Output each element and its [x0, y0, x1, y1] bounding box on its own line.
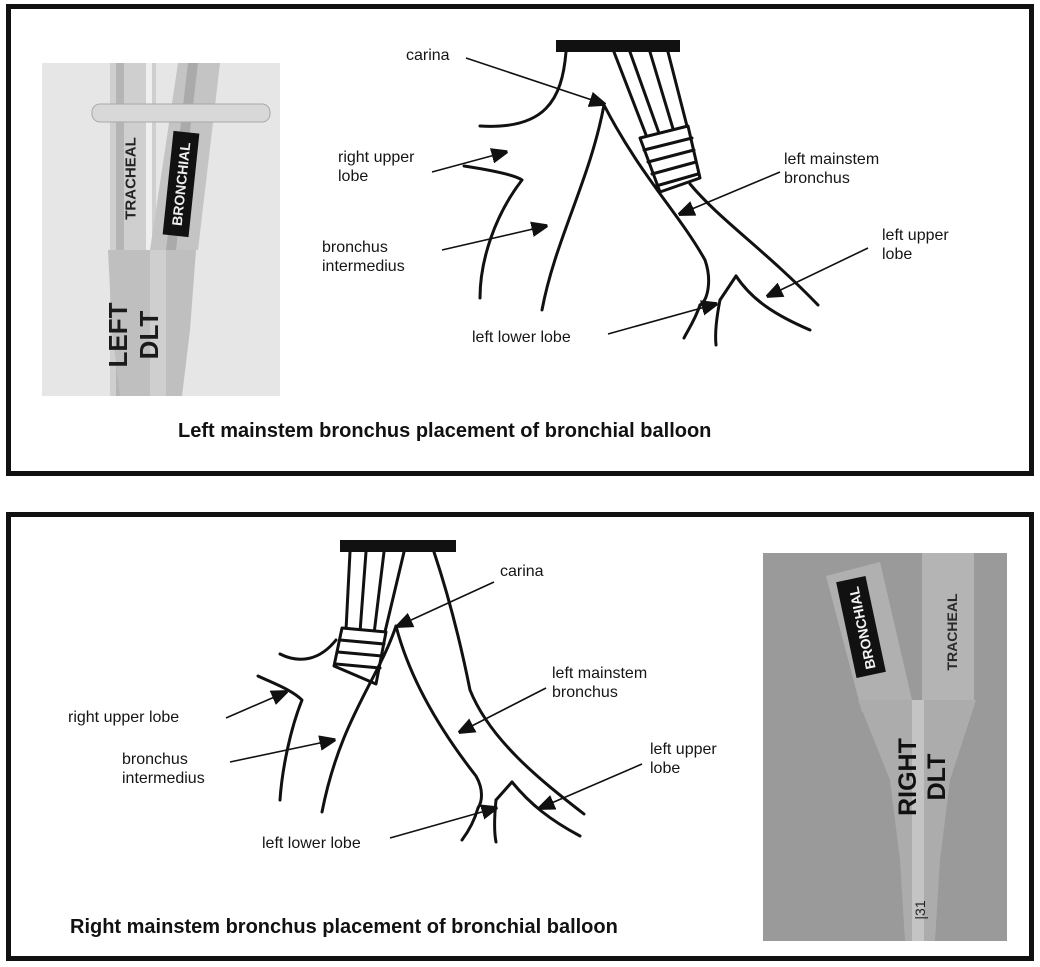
left-mainstem-lower-wall: [602, 103, 711, 307]
arrow-bronchus-intermedius: [441, 226, 546, 251]
label-right-upper-lobe: right upper lobe: [338, 149, 415, 185]
arrow-carina: [398, 581, 495, 626]
arrow-left-lower-lobe: [389, 808, 496, 839]
photo-tube-name: RIGHT DLT: [894, 738, 951, 816]
left-mainstem-upper-wall: [688, 182, 820, 307]
carina-wall: [320, 624, 398, 814]
carina-wall: [540, 103, 606, 312]
balloon-band-2: [646, 148, 696, 164]
left-mainstem-lower-wall: [394, 624, 483, 810]
arrow-left-lower-lobe: [607, 304, 716, 335]
trachea-bar: [340, 540, 456, 552]
top-caption: Left mainstem bronchus placement of bron…: [178, 420, 712, 442]
photo-tracheal-label: TRACHEAL: [944, 593, 960, 671]
label-left-lower-lobe: left lower lobe: [262, 835, 361, 852]
label-carina: carina: [406, 47, 450, 64]
label-left-upper-lobe: left upper lobe: [882, 227, 949, 263]
right-upper-lobe-outline: [478, 50, 568, 128]
label-right-upper-lobe: right upper lobe: [68, 709, 180, 726]
bronchial-tube-inner-1: [628, 50, 662, 138]
balloon-band-3: [334, 662, 382, 670]
right-upper-lobe-lower: [256, 674, 304, 802]
label-left-lower-lobe: left lower lobe: [472, 329, 571, 346]
label-left-mainstem-bronchus: left mainstem bronchus: [784, 151, 880, 187]
arrow-left-mainstem: [460, 687, 547, 732]
bronchial-tube-inner-2: [648, 50, 676, 134]
left-mainstem-upper-wall: [432, 550, 586, 816]
label-carina: carina: [500, 563, 544, 580]
arrow-right-upper-lobe: [225, 692, 286, 719]
arrow-left-upper-lobe: [768, 247, 869, 296]
bronchial-tube-right-wall: [666, 50, 690, 132]
label-left-mainstem-bronchus: left mainstem bronchus: [552, 665, 648, 701]
arrow-carina: [465, 57, 604, 104]
balloon-band-1: [338, 638, 386, 646]
bronchial-tube-right-wall: [382, 550, 406, 638]
left-lower-lobe-wall: [460, 806, 480, 842]
arrow-bronchus-intermedius: [229, 740, 334, 763]
arrow-left-upper-lobe: [540, 763, 643, 808]
left-upper-lobe-fork: [734, 274, 812, 332]
trachea-bar: [556, 40, 680, 52]
balloon-band-2: [336, 650, 384, 658]
balloon-band-1: [642, 136, 694, 152]
bronchial-tube-inner-1: [358, 550, 368, 634]
label-bronchus-intermedius: bronchus intermedius: [322, 239, 405, 275]
bottom-caption: Right mainstem bronchus placement of bro…: [70, 916, 618, 938]
lobe-fork-tip: [494, 780, 514, 802]
right-upper-lobe-outline: [278, 638, 338, 661]
bronchial-tube-inner-2: [372, 550, 386, 636]
bronchial-tube-left-wall: [344, 550, 352, 632]
right-upper-lobe-lower: [462, 164, 524, 300]
lobe-fork-tip: [718, 274, 738, 302]
arrow-right-upper-lobe: [431, 152, 506, 173]
photo-size-mark: |31: [912, 900, 928, 920]
balloon-band-4: [654, 172, 700, 188]
balloon-band-3: [650, 160, 698, 176]
arrow-left-mainstem: [680, 171, 781, 214]
label-left-upper-lobe: left upper lobe: [650, 741, 717, 777]
bronchial-tube-left-wall: [612, 50, 650, 142]
label-bronchus-intermedius: bronchus intermedius: [122, 751, 205, 787]
left-upper-lobe-fork: [510, 780, 582, 838]
